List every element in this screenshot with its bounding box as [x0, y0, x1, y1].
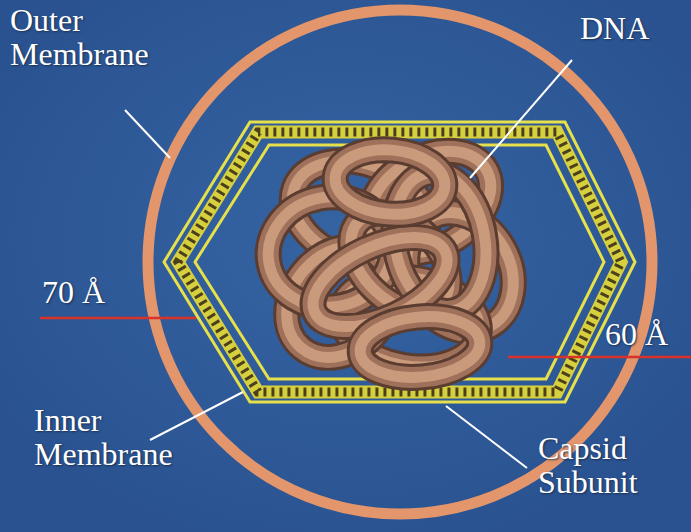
leader-line [150, 392, 243, 440]
part-label: Inner Membrane [34, 404, 204, 471]
capsid-hexagon [164, 122, 635, 402]
dna-strand [332, 145, 447, 218]
dna-strand [332, 145, 447, 218]
part-label: Outer Membrane [10, 4, 180, 71]
dna-coil [259, 131, 534, 383]
dimension-label: 70 Å [42, 276, 162, 310]
dimension-label: 60 Å [605, 318, 687, 352]
dimension-line [508, 356, 691, 359]
leader-line [125, 110, 170, 158]
dna-strand [358, 312, 483, 382]
dna-strand [358, 312, 483, 382]
leader-line [446, 406, 527, 468]
part-label: Capsid Subunit [538, 432, 686, 499]
dimension-line [40, 317, 196, 320]
leader-line [470, 60, 572, 178]
dna-strand [358, 312, 483, 382]
dna-strand [332, 145, 447, 218]
part-label: DNA [580, 12, 685, 46]
